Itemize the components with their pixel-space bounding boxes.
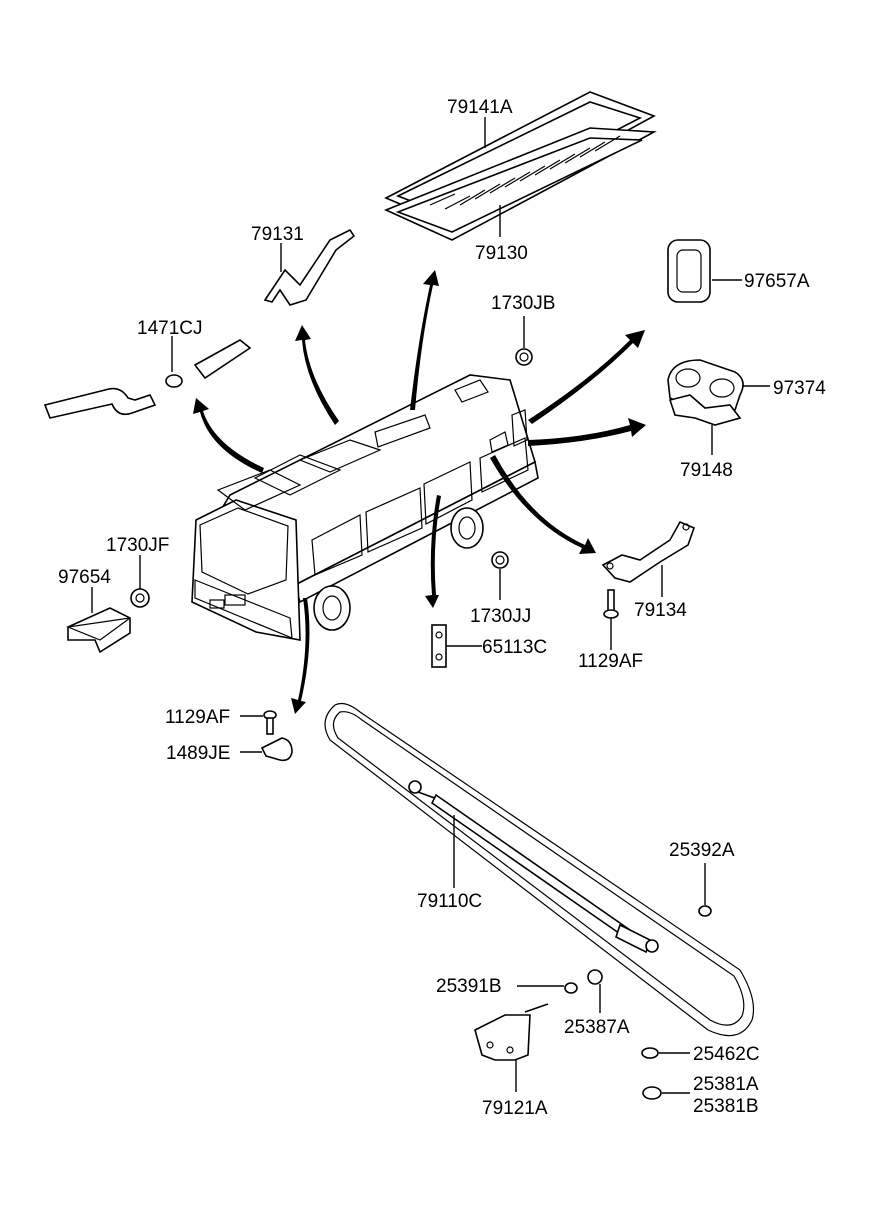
mount-bracket-79121a [474, 1003, 549, 1061]
roof-bracket [263, 228, 356, 306]
gas-strut-79110c [408, 780, 659, 954]
cover-97654 [65, 607, 131, 654]
bus-illustration [191, 374, 539, 641]
label-97654: 97654 [58, 567, 111, 588]
bushing-25381a [642, 1086, 662, 1100]
grommet-1730jj [491, 551, 509, 569]
label-25387a: 25387A [564, 1017, 630, 1038]
label-79131: 79131 [251, 224, 304, 245]
clip-1489je [260, 737, 293, 762]
label-25381b: 25381B [693, 1096, 759, 1117]
label-79148: 79148 [680, 460, 733, 481]
bushing-25462c [641, 1047, 659, 1059]
washer-25391b [564, 982, 578, 994]
label-79134: 79134 [634, 600, 687, 621]
label-79141a: 79141A [447, 97, 513, 118]
label-1129af-left: 1129AF [165, 707, 230, 728]
bolt-1129af-left [263, 710, 277, 735]
callout-labels: 79141A 79130 79131 97657A 1730JB 1471CJ … [58, 97, 826, 1119]
label-97657a: 97657A [744, 271, 810, 292]
bolt-1129af [603, 589, 619, 619]
plate-65113c [431, 624, 447, 668]
label-79121a: 79121A [482, 1098, 548, 1119]
belt-25392a [324, 702, 755, 1037]
bushing-25387a [587, 969, 603, 985]
label-79110c: 79110C [417, 891, 482, 912]
roof-hatch-frame [383, 91, 657, 241]
label-1730jf: 1730JF [106, 535, 169, 556]
grommet-1730jf [130, 588, 150, 608]
label-1471cj: 1471CJ [137, 318, 203, 339]
label-25381a: 25381A [693, 1074, 759, 1095]
label-25462c: 25462C [693, 1044, 760, 1065]
grommet-1730jb [515, 348, 533, 366]
label-25391b: 25391B [436, 976, 502, 997]
label-65113c: 65113C [482, 637, 547, 658]
rubber-seal [667, 239, 711, 303]
label-79130: 79130 [475, 243, 528, 264]
label-97374: 97374 [773, 378, 826, 399]
twin-hole-bracket [667, 359, 744, 426]
label-1730jb: 1730JB [491, 293, 555, 314]
label-25392a: 25392A [669, 840, 735, 861]
label-1489je: 1489JE [166, 743, 230, 764]
label-1129af-right: 1129AF [578, 651, 643, 672]
drain-hose [43, 339, 252, 419]
label-1730jj: 1730JJ [470, 606, 531, 627]
bracket-79134 [601, 520, 696, 583]
direction-arrows [193, 270, 646, 714]
